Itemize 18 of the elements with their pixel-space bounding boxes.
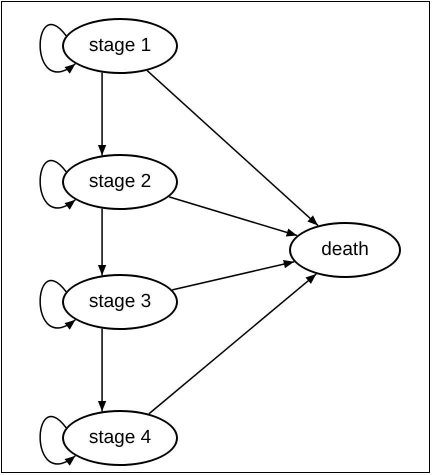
node-label: stage 4: [88, 427, 152, 449]
arrow: [98, 72, 106, 156]
node-label: stage 2: [88, 171, 152, 193]
node-label: stage 1: [88, 35, 152, 57]
arrow: [39, 416, 76, 465]
arrow: [172, 260, 294, 291]
arrow: [168, 196, 298, 236]
node-label: stage 3: [88, 291, 152, 313]
node-label: death: [321, 239, 369, 261]
state-ellipse: [62, 410, 178, 466]
arrow: [98, 328, 106, 412]
state-ellipse: [289, 222, 401, 278]
arrow: [98, 208, 106, 276]
arrow: [148, 273, 317, 414]
arrow: [146, 70, 318, 226]
arrow: [39, 24, 76, 73]
arrow: [39, 280, 76, 329]
arrow: [39, 160, 76, 209]
